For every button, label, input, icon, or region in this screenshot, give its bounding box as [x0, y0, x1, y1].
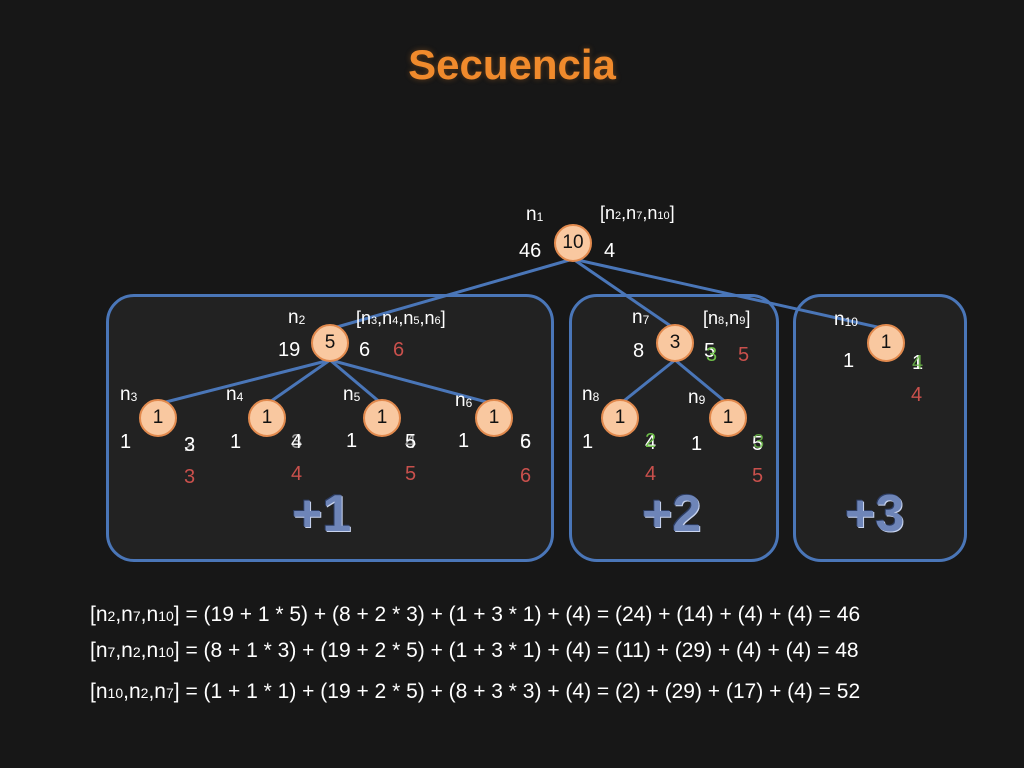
formula-1-text: = (19 + 1 * 5) + (8 + 2 * 3) + (1 + 3 * …: [179, 603, 861, 626]
node-n3-left-value: 1: [120, 431, 132, 453]
node-n5-left-value: 1: [346, 430, 358, 452]
node-n10-right-value-alt: 1: [912, 352, 924, 374]
node-n6[interactable]: 1: [475, 399, 513, 437]
node-label-n8: n8: [582, 384, 600, 405]
node-n7-right-value-alt: 3: [706, 344, 718, 366]
node-n3-red-value: 3: [184, 466, 196, 488]
formula-2-text: = (8 + 1 * 3) + (19 + 2 * 5) + (1 + 3 * …: [179, 639, 859, 662]
sequence-n7: [n8,n9]: [703, 308, 751, 328]
edge-n2-n3: [157, 358, 331, 406]
node-n5-red-value: 5: [405, 463, 417, 485]
node-n9-left-value: 1: [691, 433, 703, 455]
node-n9[interactable]: 1: [709, 399, 747, 437]
node-n6-left-value: 1: [458, 430, 470, 452]
node-label-n4: n4: [226, 384, 244, 405]
node-n10-red-value: 4: [911, 384, 923, 406]
node-label-text: n: [526, 204, 537, 225]
node-label-n5: n5: [343, 384, 361, 405]
node-label-n9: n9: [688, 387, 706, 408]
node-n4-red-value: 4: [291, 463, 303, 485]
node-n1[interactable]: 10: [554, 224, 592, 262]
node-n8-red-value: 4: [645, 463, 657, 485]
node-n5-right-value: 5: [405, 431, 417, 453]
node-n4-right-value: 4: [291, 431, 303, 453]
node-n9-right-value: 5: [752, 433, 764, 455]
sequence-n2: [n3,n4,n5,n6]: [356, 308, 446, 328]
node-n7-red-value: 5: [738, 344, 750, 366]
node-n3[interactable]: 1: [139, 399, 177, 437]
plus-label-group-3: +3: [845, 485, 905, 543]
node-label-n10: n10: [834, 309, 858, 330]
node-n5[interactable]: 1: [363, 399, 401, 437]
edge-n1-n2: [329, 257, 574, 331]
node-label-n7: n7: [632, 307, 650, 328]
edge-n7-n8: [619, 358, 676, 406]
node-n7-right-value: 5: [704, 340, 716, 362]
node-n6-right-value: 6: [520, 431, 532, 453]
node-n4-left-value: 1: [230, 431, 242, 453]
seq-item: n2: [605, 203, 622, 223]
node-n1-left-value: 46: [519, 240, 542, 262]
node-n10[interactable]: 1: [867, 324, 905, 362]
formula-2: [n7,n2,n10] = (8 + 1 * 3) + (19 + 2 * 5)…: [90, 639, 859, 662]
node-n4-right-value-alt: 3: [291, 431, 303, 453]
edge-n2-n6: [329, 358, 495, 406]
node-n2-left-value: 19: [278, 339, 301, 361]
node-n5-right-value-alt: 4: [405, 431, 417, 453]
node-n10-left-value: 1: [843, 350, 855, 372]
node-n7[interactable]: 3: [656, 324, 694, 362]
edge-n1-n7: [572, 257, 676, 331]
formula-1: [n2,n7,n10] = (19 + 1 * 5) + (8 + 2 * 3)…: [90, 603, 861, 626]
edge-n2-n4: [266, 358, 331, 406]
edge-n2-n5: [329, 358, 383, 406]
node-n8[interactable]: 1: [601, 399, 639, 437]
node-n6-right-value-alt: 5: [520, 431, 532, 453]
node-label-n1: n1: [526, 205, 543, 224]
slide-title: Secuencia: [408, 41, 616, 88]
node-n2-right-value: 6: [359, 339, 371, 361]
node-n3-right-value-alt: 2: [184, 434, 196, 456]
node-label-sub: 1: [536, 210, 544, 224]
node-label-n2: n2: [288, 307, 306, 328]
node-n4[interactable]: 1: [248, 399, 286, 437]
node-n8-right-value: 4: [645, 432, 657, 454]
node-n10-right-value: 4: [912, 352, 924, 374]
formula-3-text: = (1 + 1 * 1) + (19 + 2 * 5) + (8 + 3 * …: [179, 680, 861, 703]
plus-label-group-2: +2: [642, 485, 702, 543]
sequence-n1: [n2,n7,n10]: [600, 203, 675, 223]
node-n2[interactable]: 5: [311, 324, 349, 362]
node-n1-right-value: 4: [604, 240, 616, 262]
node-label-n6: n6: [455, 390, 473, 411]
formula-3: [n10,n2,n7] = (1 + 1 * 1) + (19 + 2 * 5)…: [90, 680, 861, 703]
node-n8-right-value-alt: 2: [645, 430, 657, 452]
node-n8-left-value: 1: [582, 431, 594, 453]
node-n9-red-value: 5: [752, 465, 764, 487]
node-label-n3: n3: [120, 384, 138, 405]
node-n9-right-value-alt: 3: [753, 431, 765, 453]
node-n3-right-value: 3: [184, 434, 196, 456]
edge-n7-n9: [674, 358, 729, 406]
node-n6-red-value: 6: [520, 465, 532, 487]
edge-n1-n10: [572, 257, 887, 331]
plus-label-group-1: +1: [292, 485, 352, 543]
node-n2-red-value: 6: [393, 339, 405, 361]
node-n7-left-value: 8: [633, 340, 645, 362]
